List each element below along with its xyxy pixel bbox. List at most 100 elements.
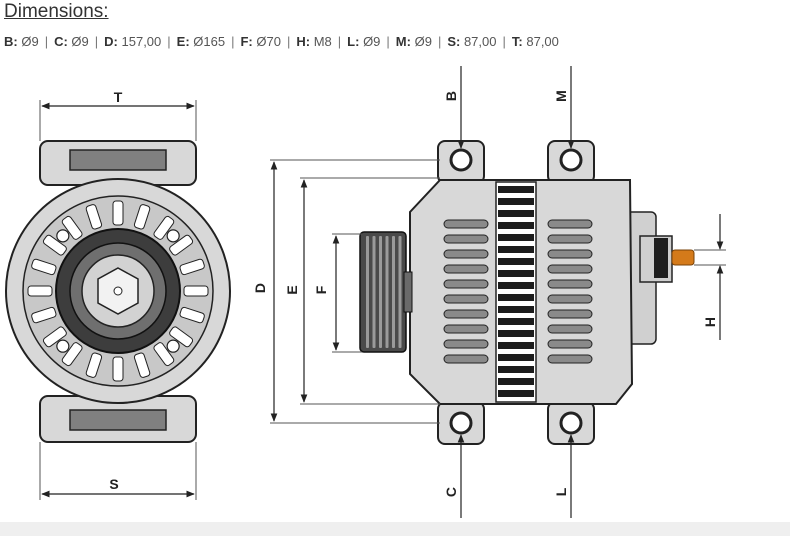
fan-vent [31,306,57,324]
dim-separator: | [502,34,506,49]
cooling-slot [443,354,489,364]
housing-bolts [56,229,180,353]
cooling-slot [443,264,489,274]
fan-vent [153,215,175,240]
fan-vent [112,200,124,226]
pulley-groove [372,236,376,348]
fan-vent-slot [179,306,205,324]
dim-e-label: E: [176,34,190,49]
side-view: D E F B M C L H [252,66,726,518]
fan-vent [183,285,209,297]
fan-vent [61,342,83,367]
label-l: L [553,487,569,496]
dim-c-value: Ø9 [71,34,89,49]
page-heading: Dimensions: [4,1,109,22]
dim-separator: | [167,34,171,49]
label-m: M [553,90,569,102]
mount-hole-m [559,148,583,172]
stator-stripe [498,186,534,193]
dim-s-value: 87,00 [463,34,497,49]
fan-vent-slot [183,285,209,297]
pulley-groove [392,236,395,348]
dim-s-label: S: [447,34,461,49]
fan-vent [42,326,67,348]
cooling-slot [547,339,593,349]
fan-vent-slot [85,204,103,230]
dim-h-value: M8 [313,34,332,49]
mount-hole-c [449,411,473,435]
cooling-slot [547,234,593,244]
cooling-slot [443,339,489,349]
rear-cooling-slots [547,219,593,364]
dim-separator: | [386,34,390,49]
fan-vents [27,200,209,382]
fan-vent-slot [179,258,205,276]
cooling-slot [547,249,593,259]
cooling-slot [547,324,593,334]
output-stud [671,249,695,266]
cooling-slot [547,354,593,364]
stator-stripe [498,366,534,373]
bottom-bar [0,522,790,536]
pulley-groove [366,236,369,348]
fan-vent [85,352,103,378]
fan-vent-slot [153,342,175,367]
fan-vent-slot [153,215,175,240]
fan-vent-slot [85,352,103,378]
label-d: D [252,283,268,293]
fan-vent-slot [169,326,194,348]
cooling-slot [443,279,489,289]
dim-t-label: T: [511,34,523,49]
fan-vent-slot [27,285,53,297]
fan-vent [31,258,57,276]
fan-vent [153,342,175,367]
dim-m-label: M: [395,34,411,49]
fan-vent [85,204,103,230]
cooling-slot [547,279,593,289]
shaft-center [113,286,123,296]
pulley-shaft-collar [403,271,413,313]
fan-vent [179,258,205,276]
dim-b-value: Ø9 [21,34,39,49]
fan-vent-slot [31,258,57,276]
cooling-slot [443,234,489,244]
housing-bolt-icon [56,339,70,353]
label-s: S [109,476,118,492]
pulley-groove [379,236,382,348]
cooling-slot [547,264,593,274]
cooling-slot [443,249,489,259]
fan-vent-slot [61,342,83,367]
label-f: F [313,285,329,294]
front-cooling-slots [443,219,489,364]
dimensions-list: B: Ø9|C: Ø9|D: 157,00|E: Ø165|F: Ø70|H: … [4,34,559,49]
stator-stripe [498,258,534,265]
fan-vent [169,326,194,348]
dim-t-value: 87,00 [526,34,559,49]
stator-stripe [498,246,534,253]
dim-f-label: F: [240,34,253,49]
fan-vent [169,234,194,256]
label-h: H [702,317,718,327]
stator-laminations [498,186,534,397]
dim-f-value: Ø70 [256,34,281,49]
terminal-insulator [654,238,668,278]
dim-e-value: Ø165 [193,34,226,49]
cooling-slot [547,309,593,319]
stator-stripe [498,378,534,385]
stator-stripe [498,354,534,361]
cooling-slot [547,294,593,304]
stator-stripe [498,198,534,205]
stator-stripe [498,318,534,325]
label-b: B [443,91,459,101]
dim-d-label: D: [104,34,118,49]
pulley-groove [398,236,402,348]
fan-vent [133,352,151,378]
housing-bolt-icon [166,339,180,353]
housing-bolt-icon [56,229,70,243]
fan-vent-slot [133,352,151,378]
stator-stripe [498,294,534,301]
fan-vent [112,356,124,382]
mount-hole-b [449,148,473,172]
housing-bolt-icon [166,229,180,243]
cooling-slot [547,219,593,229]
